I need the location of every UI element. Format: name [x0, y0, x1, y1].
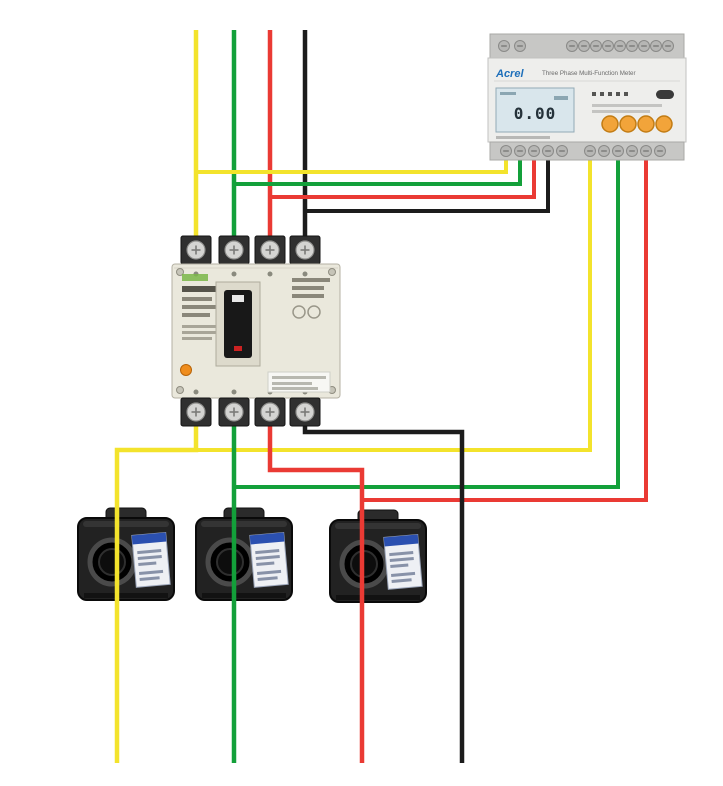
breaker-model-text — [182, 286, 222, 340]
wire-ct-c-secondary — [362, 150, 648, 502]
meter-button-4[interactable] — [655, 115, 673, 133]
meter-status-icons — [592, 92, 628, 96]
lcd-segment-indicators — [500, 92, 516, 95]
wire-phase-c-load — [267, 415, 365, 763]
wire-meter-voltage-tap-b — [234, 150, 522, 186]
wire-layer — [114, 30, 648, 763]
meter-brand: Acrel — [495, 68, 524, 80]
lcd-unit-mark — [554, 96, 568, 100]
breaker-bottom-terminals — [180, 397, 321, 427]
breaker-terminal-screw — [295, 240, 315, 260]
meter-fine-print — [496, 136, 550, 139]
breaker-terminal-screw — [186, 240, 206, 260]
meter-fine-print-right — [592, 104, 662, 113]
meter-title: Three Phase Multi-Function Meter — [542, 70, 636, 77]
wire-meter-voltage-tap-n — [305, 150, 550, 213]
meter-button-3[interactable] — [637, 115, 655, 133]
breaker-sticker — [267, 371, 331, 393]
breaker-corner-screws — [176, 268, 336, 394]
wire-meter-voltage-tap-c — [270, 150, 536, 199]
meter-button-2[interactable] — [619, 115, 637, 133]
breaker-trip-indicator — [234, 346, 242, 351]
wire-phase-a-load — [114, 415, 199, 763]
breaker-ratings-text — [292, 278, 330, 319]
meter-button-1[interactable] — [601, 115, 619, 133]
breaker-indicator-button[interactable] — [180, 364, 192, 376]
wire-meter-voltage-tap-a — [196, 150, 508, 174]
meter-ir-port — [656, 90, 674, 99]
current-transformer-c — [330, 510, 426, 602]
meter-lcd — [495, 87, 575, 133]
breaker-terminal-screw — [224, 240, 244, 260]
breaker-terminal-screw — [224, 402, 244, 422]
breaker-terminal-screw — [260, 402, 280, 422]
breaker-terminal-screw — [186, 402, 206, 422]
lcd-value: 0.00 — [514, 104, 557, 123]
breaker-top-terminals — [180, 235, 321, 265]
current-transformer-b — [196, 508, 292, 600]
energy-meter: Acrel Three Phase Multi-Function Meter 0… — [487, 33, 687, 161]
breaker-toggle-handle[interactable] — [224, 290, 252, 358]
current-transformer-a — [78, 508, 174, 600]
breaker-terminal-screw — [295, 402, 315, 422]
breaker-terminal-screw — [260, 240, 280, 260]
breaker-brand-mark — [182, 274, 208, 281]
breaker-handle-mark — [232, 295, 244, 302]
meter-buttons — [601, 115, 673, 133]
wire-ct-a-secondary — [117, 150, 592, 452]
circuit-breaker — [171, 235, 341, 427]
